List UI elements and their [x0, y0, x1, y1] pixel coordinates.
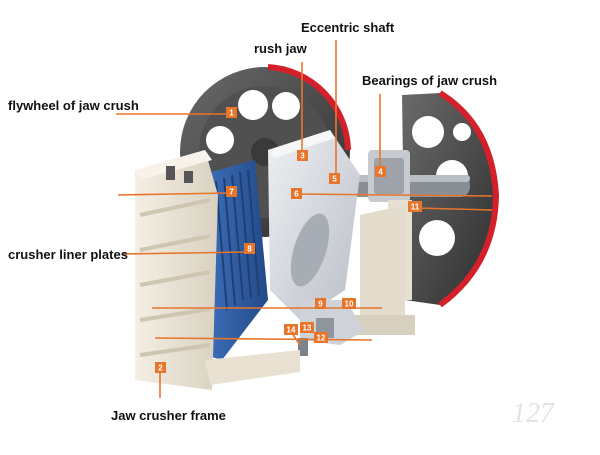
- callout-2: 2: [155, 362, 166, 373]
- svg-text:3: 3: [300, 152, 305, 161]
- label-frame: Jaw crusher frame: [111, 408, 226, 423]
- frame-right-side: [345, 205, 415, 335]
- callout-6: 6: [291, 188, 302, 199]
- callout-11: 11: [408, 201, 422, 212]
- svg-text:1: 1: [229, 109, 234, 118]
- callout-1: 1: [226, 107, 237, 118]
- label-eccentric-shaft: Eccentric shaft: [301, 20, 395, 35]
- callout-7: 7: [226, 186, 237, 197]
- svg-text:9: 9: [318, 300, 323, 309]
- labels: Eccentric shaft rush jaw Bearings of jaw…: [8, 20, 497, 423]
- callout-12: 12: [314, 332, 328, 343]
- callout-3: 3: [297, 150, 308, 161]
- svg-text:13: 13: [303, 324, 312, 333]
- svg-text:7: 7: [229, 188, 234, 197]
- callout-10: 10: [342, 298, 356, 309]
- callout-8: 8: [244, 243, 255, 254]
- svg-text:14: 14: [287, 326, 296, 335]
- callout-5: 5: [329, 173, 340, 184]
- moving-jaw: [268, 130, 360, 320]
- svg-text:8: 8: [247, 245, 252, 254]
- callout-4: 4: [375, 166, 386, 177]
- svg-text:2: 2: [158, 364, 163, 373]
- watermark: 127: [512, 398, 555, 429]
- svg-text:12: 12: [317, 334, 326, 343]
- leader-lines: [116, 40, 493, 398]
- svg-text:4: 4: [378, 168, 383, 177]
- callout-badges: 1 2 3 4 5 6 7 8 9 10 11 12 13 14: [155, 107, 422, 373]
- callout-13: 13: [300, 322, 314, 333]
- label-bearings: Bearings of jaw crush: [362, 73, 497, 88]
- label-liner-plates: crusher liner plates: [8, 247, 128, 262]
- callout-14: 14: [284, 324, 298, 335]
- label-rush-jaw: rush jaw: [254, 41, 308, 56]
- callout-9: 9: [315, 298, 326, 309]
- svg-text:11: 11: [411, 203, 420, 212]
- label-flywheel: flywheel of jaw crush: [8, 98, 139, 113]
- svg-text:6: 6: [294, 190, 299, 199]
- crusher-frame: [135, 150, 300, 390]
- svg-text:10: 10: [345, 300, 354, 309]
- svg-text:5: 5: [332, 175, 337, 184]
- right-flywheel: [402, 90, 500, 308]
